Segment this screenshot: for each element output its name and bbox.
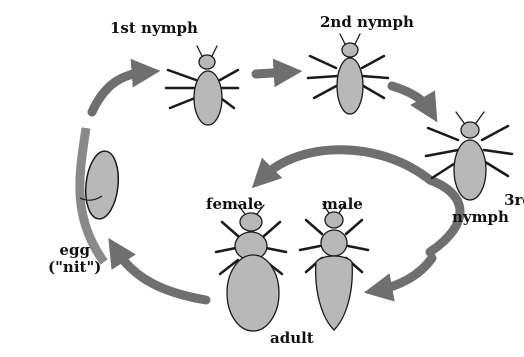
label-male: male xyxy=(322,196,363,213)
label-third-nymph: 3rd nymph xyxy=(470,192,524,226)
label-third-nymph-line2: nymph xyxy=(452,209,509,226)
arrow-1st-to-2nd-nymph xyxy=(256,72,288,74)
label-egg-line1: egg xyxy=(48,242,101,259)
arrow-3rd-nymph-to-male xyxy=(378,258,432,290)
male-adult-illustration xyxy=(300,204,368,330)
label-female: female xyxy=(206,196,263,213)
label-adult: adult xyxy=(270,330,314,347)
arrow-2nd-to-3rd-nymph xyxy=(392,86,430,110)
second-nymph-illustration xyxy=(308,34,388,114)
label-egg: egg ("nit") xyxy=(48,242,101,276)
female-adult-illustration xyxy=(216,205,286,331)
arrow-egg-to-1st-nymph xyxy=(92,72,146,112)
label-first-nymph: 1st nymph xyxy=(110,20,198,37)
label-egg-line2: ("nit") xyxy=(48,259,101,276)
first-nymph-illustration xyxy=(166,46,238,125)
arrow-adult-to-egg xyxy=(116,250,206,300)
label-second-nymph: 2nd nymph xyxy=(320,14,414,31)
label-third-nymph-line1: 3rd xyxy=(476,192,524,209)
